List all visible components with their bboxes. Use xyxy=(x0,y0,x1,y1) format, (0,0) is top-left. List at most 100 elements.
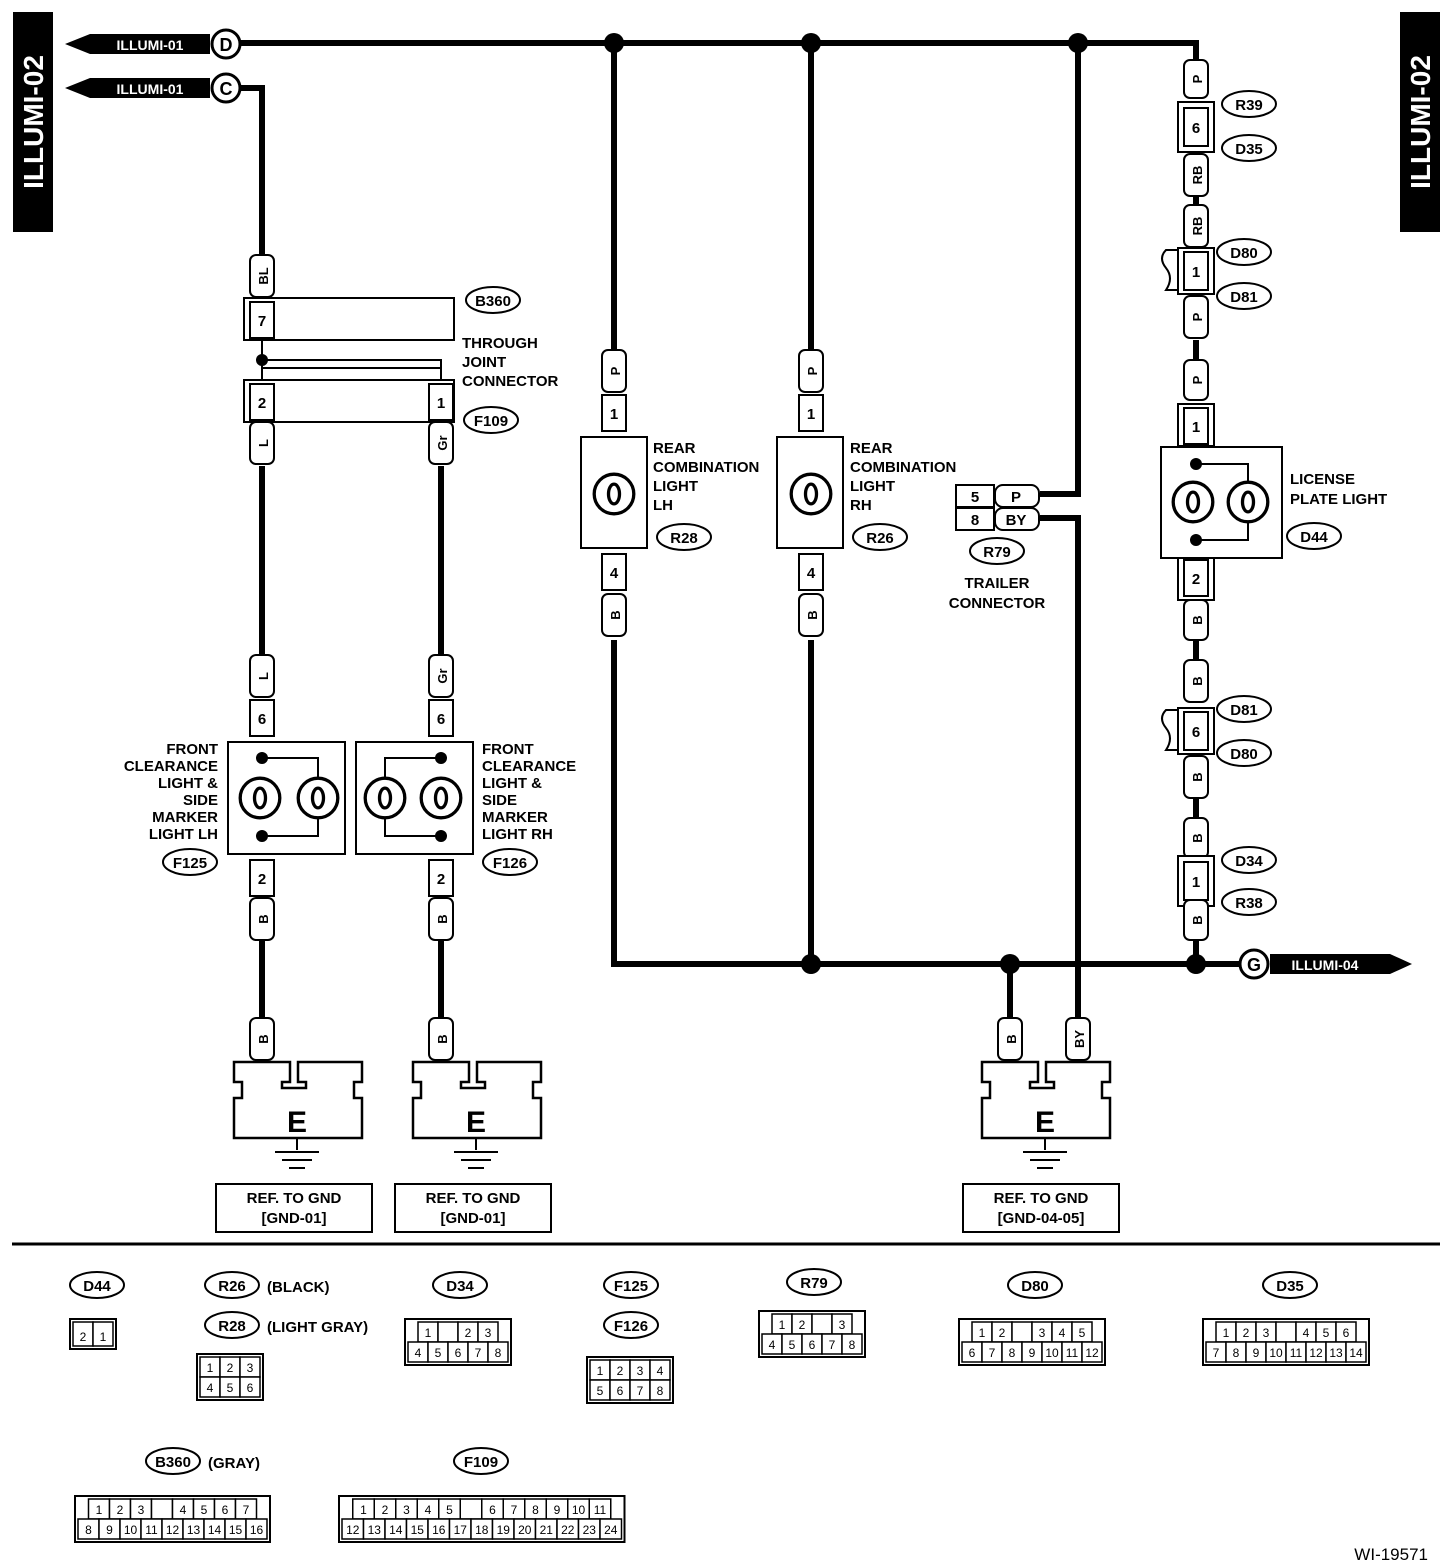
svg-text:P: P xyxy=(805,366,820,375)
ground-3: B BY E REF. TO GND [GND-04-05] xyxy=(962,1017,1120,1233)
svg-text:8: 8 xyxy=(971,512,979,529)
ground-1: B E REF. TO GND [GND-01] xyxy=(215,1017,373,1233)
pin-label: 1 xyxy=(1223,1326,1230,1340)
pin-label: 2 xyxy=(80,1330,87,1344)
pin-label: 4 xyxy=(415,1346,422,1360)
pin-label: 2 xyxy=(465,1326,472,1340)
pin-label: 6 xyxy=(489,1503,496,1517)
svg-text:R28: R28 xyxy=(218,1318,246,1335)
pin-label: 3 xyxy=(138,1503,145,1517)
pin-label: 13 xyxy=(187,1523,201,1537)
svg-text:D: D xyxy=(220,35,233,55)
pin-cell xyxy=(841,1333,863,1355)
pin-cell xyxy=(487,1341,509,1363)
svg-text:RB: RB xyxy=(1190,217,1205,236)
pin-label: 9 xyxy=(106,1523,113,1537)
pin-label: 10 xyxy=(1269,1346,1283,1360)
pin-label: 17 xyxy=(454,1523,468,1537)
svg-text:[GND-04-05]: [GND-04-05] xyxy=(998,1210,1085,1227)
svg-text:L: L xyxy=(256,672,271,680)
pin-label: 2 xyxy=(1243,1326,1250,1340)
rear-combination-light-rh: P 1 4 B REAR COMBINATION LIGHT RH R26 xyxy=(776,349,956,637)
license-plate-light: LICENSE PLATE LIGHT D44 xyxy=(1160,446,1387,559)
svg-text:B: B xyxy=(1190,915,1205,924)
svg-text:F126: F126 xyxy=(614,1318,648,1335)
svg-text:D35: D35 xyxy=(1276,1278,1304,1295)
pin-label: 6 xyxy=(809,1338,816,1352)
rear-combination-light-lh: P 1 4 B REAR COMBINATION LIGHT LH R28 xyxy=(580,349,759,637)
pin-label: 1 xyxy=(779,1318,786,1332)
svg-text:E: E xyxy=(1035,1106,1055,1139)
document-id: WI-19571 xyxy=(1354,1545,1428,1564)
pin-label: 2 xyxy=(227,1361,234,1375)
pin-cell xyxy=(150,1498,174,1520)
svg-text:(GRAY): (GRAY) xyxy=(208,1455,260,1472)
svg-text:2: 2 xyxy=(437,871,445,888)
svg-text:R79: R79 xyxy=(983,544,1011,561)
pin-label: 20 xyxy=(518,1523,532,1537)
svg-text:P: P xyxy=(1190,74,1205,83)
svg-text:1: 1 xyxy=(1192,874,1200,891)
svg-text:F109: F109 xyxy=(474,413,508,430)
svg-text:RH: RH xyxy=(850,497,872,514)
pin-cell xyxy=(1011,1321,1033,1343)
svg-text:R26: R26 xyxy=(218,1278,246,1295)
svg-text:THROUGH: THROUGH xyxy=(462,335,538,352)
svg-text:PLATE LIGHT: PLATE LIGHT xyxy=(1290,491,1387,508)
svg-text:D81: D81 xyxy=(1230,289,1258,306)
through-joint-connector: 7 2 1 THROUGH JOINT CONNECTOR xyxy=(243,297,559,423)
svg-text:1: 1 xyxy=(807,406,815,423)
svg-text:REF. TO GND: REF. TO GND xyxy=(994,1190,1089,1207)
pin-label: 6 xyxy=(222,1503,229,1517)
pin-label: 3 xyxy=(485,1326,492,1340)
offpage-illumi04-g: G ILLUMI-04 xyxy=(1238,948,1412,980)
pin-label: 1 xyxy=(100,1330,107,1344)
pin-label: 4 xyxy=(1059,1326,1066,1340)
pin-label: 15 xyxy=(411,1523,425,1537)
pin-label: 11 xyxy=(1290,1346,1303,1360)
svg-text:FRONT: FRONT xyxy=(482,741,534,758)
svg-text:SIDE: SIDE xyxy=(482,792,517,809)
svg-text:COMBINATION: COMBINATION xyxy=(653,459,759,476)
svg-text:R39: R39 xyxy=(1235,97,1263,114)
svg-text:F125: F125 xyxy=(173,855,207,872)
svg-text:5: 5 xyxy=(971,489,979,506)
svg-text:4: 4 xyxy=(807,565,816,582)
wire-tag-l: L xyxy=(249,421,275,465)
svg-text:B: B xyxy=(1004,1034,1019,1043)
pin-label: 21 xyxy=(540,1523,554,1537)
svg-text:C: C xyxy=(220,79,233,99)
svg-text:SIDE: SIDE xyxy=(183,792,218,809)
pin-cell xyxy=(1345,1341,1367,1363)
svg-text:LIGHT RH: LIGHT RH xyxy=(482,826,553,843)
pin-label: 8 xyxy=(532,1503,539,1517)
pin-label: 5 xyxy=(435,1346,442,1360)
pin-label: 12 xyxy=(166,1523,180,1537)
pin-label: 4 xyxy=(657,1364,664,1378)
pin-cell xyxy=(1275,1321,1297,1343)
pin-label: 7 xyxy=(989,1346,996,1360)
svg-text:E: E xyxy=(466,1106,486,1139)
pin-label: 14 xyxy=(208,1523,222,1537)
svg-text:1: 1 xyxy=(610,406,618,423)
pin-label: 2 xyxy=(999,1326,1006,1340)
svg-text:R38: R38 xyxy=(1235,895,1263,912)
connector-b360: B360 xyxy=(465,286,521,314)
svg-text:1: 1 xyxy=(1192,419,1200,436)
pin-label: 19 xyxy=(497,1523,511,1537)
svg-text:REAR: REAR xyxy=(850,440,893,457)
pin-label: 10 xyxy=(1045,1346,1059,1360)
pin-label: 8 xyxy=(1009,1346,1016,1360)
pin-label: 12 xyxy=(1085,1346,1099,1360)
pin-label: 1 xyxy=(207,1361,214,1375)
svg-text:P: P xyxy=(1190,375,1205,384)
pin-label: 5 xyxy=(597,1384,604,1398)
pin-label: 12 xyxy=(1309,1346,1323,1360)
svg-text:4: 4 xyxy=(610,565,619,582)
pin-label: 8 xyxy=(1233,1346,1240,1360)
svg-text:2: 2 xyxy=(258,871,266,888)
